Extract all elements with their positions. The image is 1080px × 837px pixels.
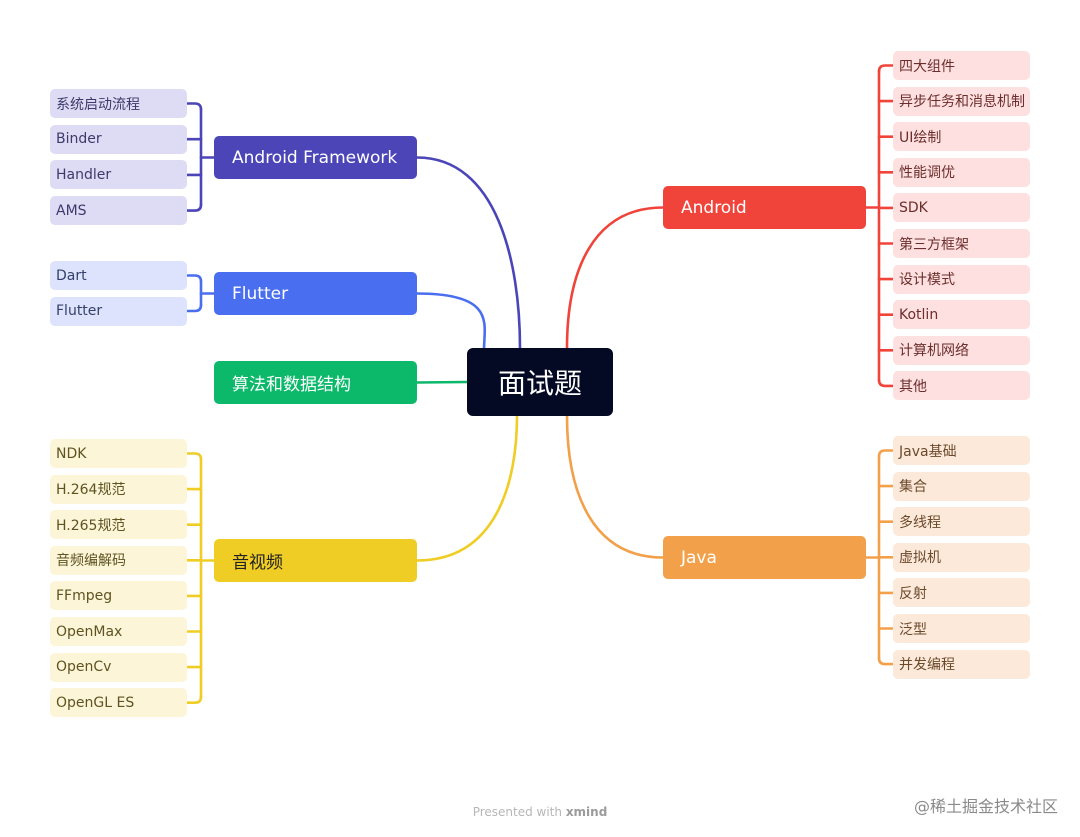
branch-java[interactable]: Java: [663, 536, 866, 579]
leaf-java[interactable]: 多线程: [893, 507, 1030, 537]
leaf-av[interactable]: OpenGL ES: [50, 688, 187, 718]
leaf-flutter[interactable]: Flutter: [50, 296, 187, 326]
leaf-java[interactable]: 集合: [893, 471, 1030, 501]
link-leaf-android-0: [877, 64, 895, 73]
leaf-android[interactable]: 第三方框架: [893, 229, 1030, 258]
link-root-algo: [415, 380, 469, 384]
link-leaf-java-0: [877, 449, 895, 458]
leaf-av[interactable]: NDK: [50, 439, 187, 468]
leaf-android[interactable]: 设计模式: [893, 264, 1030, 294]
link-leaf-av-7: [185, 695, 203, 704]
branch-flutter[interactable]: Flutter: [214, 272, 417, 315]
link-leaf-framework-0: [185, 102, 203, 111]
leaf-av[interactable]: OpenMax: [50, 617, 187, 646]
leaf-android[interactable]: 性能调优: [893, 157, 1030, 187]
presented-with-footer: Presented with xmind: [0, 805, 1080, 819]
link-leaf-java-6: [877, 656, 895, 666]
xmind-logo: xmind: [565, 805, 608, 819]
leaf-java[interactable]: 反射: [893, 578, 1030, 608]
leaf-framework[interactable]: Binder: [50, 124, 187, 154]
leaf-android[interactable]: UI绘制: [893, 122, 1030, 152]
leaf-android[interactable]: SDK: [893, 193, 1030, 223]
leaf-av[interactable]: OpenCv: [50, 652, 187, 682]
link-leaf-android-9: [877, 378, 895, 388]
branch-audio-video[interactable]: 音视频: [214, 539, 417, 582]
leaf-flutter[interactable]: Dart: [50, 261, 187, 290]
link-root-java: [565, 414, 665, 559]
leaf-android[interactable]: Kotlin: [893, 300, 1030, 330]
leaf-av[interactable]: H.264规范: [50, 474, 187, 504]
link-leaf-flutter-0: [185, 274, 203, 283]
link-root-android: [565, 206, 665, 350]
leaf-android[interactable]: 异步任务和消息机制: [893, 86, 1030, 116]
link-leaf-framework-3: [185, 203, 203, 212]
leaf-av[interactable]: FFmpeg: [50, 581, 187, 611]
leaf-android[interactable]: 计算机网络: [893, 335, 1030, 365]
leaf-java[interactable]: 泛型: [893, 614, 1030, 643]
link-root-av: [415, 414, 519, 562]
watermark: @稀土掘金技术社区: [913, 797, 1058, 816]
leaf-av[interactable]: 音频编解码: [50, 545, 187, 575]
leaf-java[interactable]: 虚拟机: [893, 542, 1030, 572]
root-topic[interactable]: 面试题: [467, 348, 613, 416]
leaf-framework[interactable]: 系统启动流程: [50, 89, 187, 118]
leaf-android[interactable]: 其他: [893, 371, 1030, 401]
branch-algorithms[interactable]: 算法和数据结构: [214, 361, 417, 404]
leaf-java[interactable]: Java基础: [893, 436, 1030, 465]
link-root-flutter: [415, 292, 487, 352]
link-leaf-av-0: [185, 452, 203, 461]
leaf-framework[interactable]: AMS: [50, 196, 187, 226]
footer-prefix: Presented with: [472, 805, 562, 819]
leaf-android[interactable]: 四大组件: [893, 51, 1030, 80]
branch-android[interactable]: Android: [663, 186, 866, 229]
leaf-framework[interactable]: Handler: [50, 160, 187, 190]
link-root-framework: [415, 156, 522, 350]
leaf-java[interactable]: 并发编程: [893, 649, 1030, 679]
link-leaf-flutter-1: [185, 303, 203, 313]
branch-android-framework[interactable]: Android Framework: [214, 136, 417, 179]
leaf-av[interactable]: H.265规范: [50, 510, 187, 540]
